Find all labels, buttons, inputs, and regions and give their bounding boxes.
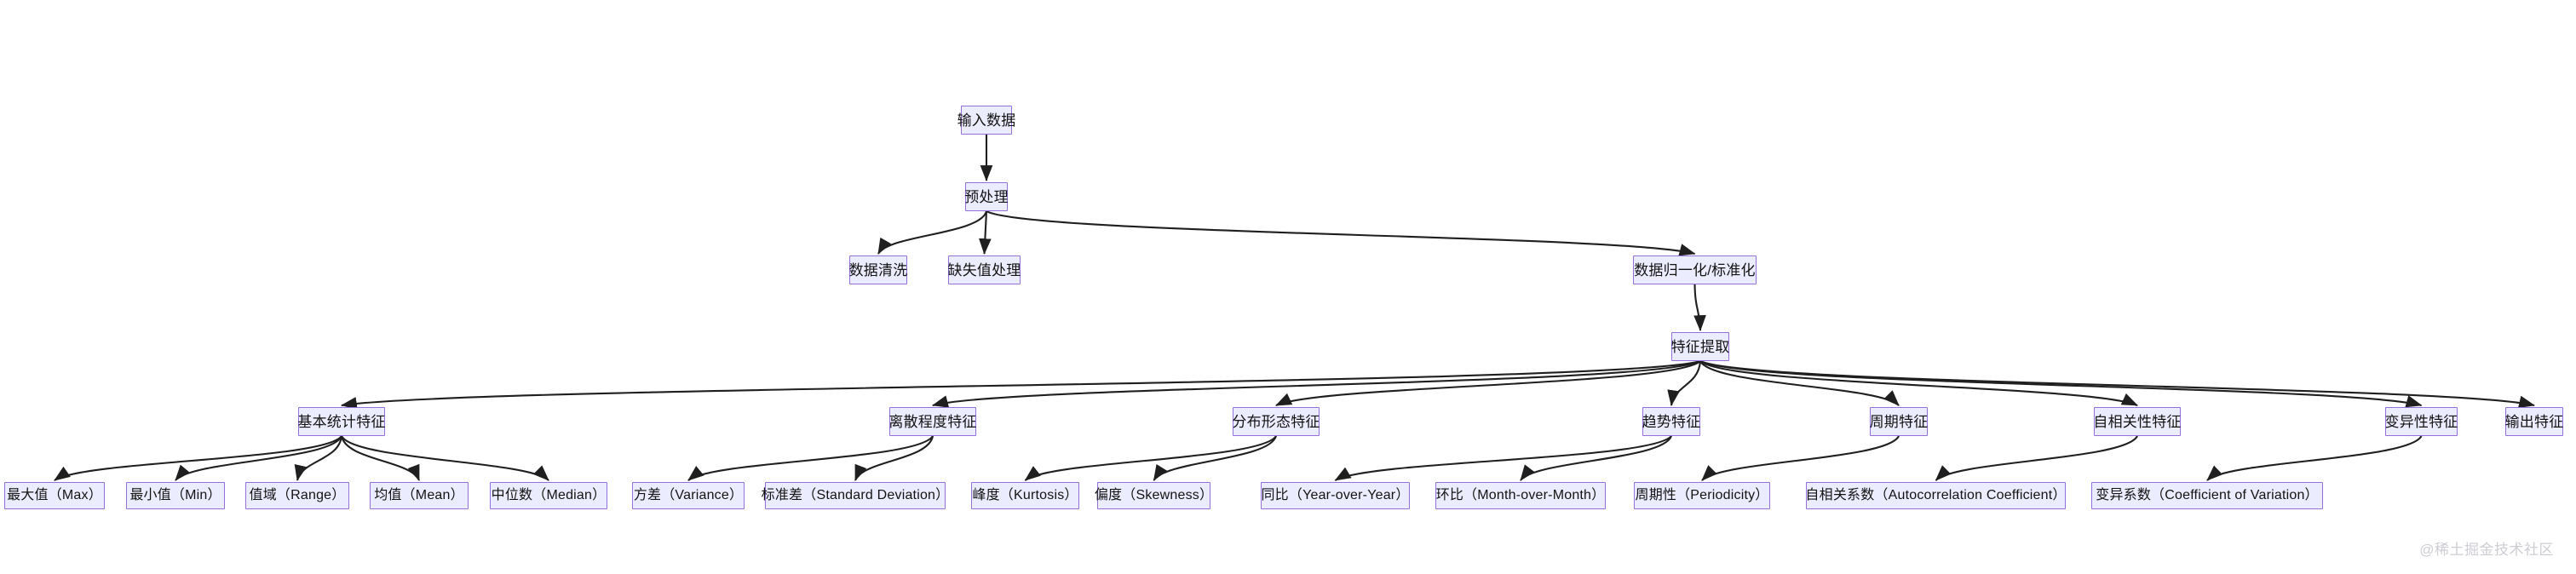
node-label: 趋势特征 bbox=[1642, 413, 1701, 430]
node-min[interactable]: 最小值（Min） bbox=[126, 482, 225, 509]
node-variance[interactable]: 方差（Variance） bbox=[632, 482, 745, 509]
edge-periodic-to-periodicity bbox=[1701, 435, 1900, 481]
node-mean[interactable]: 均值（Mean） bbox=[370, 482, 469, 509]
node-label: 数据归一化/标准化 bbox=[1634, 261, 1756, 278]
node-label: 最大值（Max） bbox=[7, 488, 102, 502]
node-feature-extraction[interactable]: 特征提取 bbox=[1671, 332, 1729, 361]
node-preprocess[interactable]: 预处理 bbox=[964, 182, 1009, 211]
node-label: 离散程度特征 bbox=[888, 413, 977, 430]
edge-basic_stat-to-range bbox=[294, 435, 343, 482]
edge-feature_extraction-to-basic_stat bbox=[340, 359, 1701, 410]
edge-feature_extraction-to-output_feature bbox=[1699, 360, 2536, 409]
node-median[interactable]: 中位数（Median） bbox=[490, 482, 607, 509]
node-label: 特征提取 bbox=[1670, 338, 1730, 355]
node-label: 同比（Year-over-Year） bbox=[1261, 488, 1410, 502]
node-label: 值域（Range） bbox=[249, 488, 346, 502]
node-label: 分布形态特征 bbox=[1232, 413, 1320, 430]
edge-distribution-to-skewness bbox=[1153, 435, 1278, 481]
node-trend-features[interactable]: 趋势特征 bbox=[1642, 407, 1700, 436]
node-periodicity[interactable]: 周期性（Periodicity） bbox=[1634, 482, 1770, 509]
node-label: 变异系数（Coefficient of Variation） bbox=[2096, 488, 2319, 502]
edge-basic_stat-to-max bbox=[54, 435, 342, 481]
node-autocorrelation-coefficient[interactable]: 自相关系数（Autocorrelation Coefficient） bbox=[1805, 482, 2067, 509]
edge-feature_extraction-to-distribution bbox=[1275, 360, 1701, 406]
node-label: 峰度（Kurtosis） bbox=[972, 488, 1078, 502]
node-label: 输入数据 bbox=[957, 112, 1016, 129]
node-skewness[interactable]: 偏度（Skewness） bbox=[1094, 482, 1214, 509]
edge-distribution-to-kurtosis bbox=[1024, 435, 1277, 481]
node-label: 中位数（Median） bbox=[491, 488, 607, 502]
edge-dispersion-to-variance bbox=[687, 435, 934, 481]
edge-normalization-to-feature_extraction bbox=[1693, 284, 1706, 332]
node-range[interactable]: 值域（Range） bbox=[245, 482, 349, 509]
node-label: 均值（Mean） bbox=[374, 488, 464, 502]
node-autocorrelation-features[interactable]: 自相关性特征 bbox=[2093, 407, 2182, 436]
node-label: 周期性（Periodicity） bbox=[1635, 488, 1769, 502]
node-variability-features[interactable]: 变异性特征 bbox=[2385, 407, 2458, 436]
edge-feature_extraction-to-dispersion bbox=[931, 360, 1701, 408]
node-label: 方差（Variance） bbox=[633, 488, 744, 502]
edge-variability-to-coef_variation bbox=[2206, 435, 2423, 481]
node-data-cleaning[interactable]: 数据清洗 bbox=[849, 255, 907, 284]
node-label: 标准差（Standard Deviation） bbox=[761, 488, 950, 502]
node-label: 缺失值处理 bbox=[947, 261, 1021, 278]
edge-basic_stat-to-median bbox=[341, 435, 549, 481]
node-label: 自相关性特征 bbox=[2093, 413, 2182, 430]
edge-dispersion-to-std_dev bbox=[854, 435, 934, 481]
node-label: 数据清洗 bbox=[848, 261, 908, 278]
node-coefficient-of-variation[interactable]: 变异系数（Coefficient of Variation） bbox=[2091, 482, 2323, 509]
node-label: 变异性特征 bbox=[2384, 413, 2458, 430]
node-label: 环比（Month-over-Month） bbox=[1435, 488, 1606, 502]
node-year-over-year[interactable]: 同比（Year-over-Year） bbox=[1261, 482, 1410, 509]
edge-preprocess-to-missing_value bbox=[979, 210, 992, 255]
node-normalization[interactable]: 数据归一化/标准化 bbox=[1633, 255, 1757, 284]
node-basic-statistical-features[interactable]: 基本统计特征 bbox=[297, 407, 386, 436]
edge-basic_stat-to-mean bbox=[340, 435, 420, 481]
node-label: 周期特征 bbox=[1869, 413, 1929, 430]
node-output-features[interactable]: 输出特征 bbox=[2505, 407, 2563, 436]
node-standard-deviation[interactable]: 标准差（Standard Deviation） bbox=[762, 482, 949, 509]
node-label: 输出特征 bbox=[2504, 413, 2564, 430]
node-dispersion-features[interactable]: 离散程度特征 bbox=[888, 407, 977, 436]
node-label: 预处理 bbox=[964, 188, 1009, 205]
watermark: @稀土掘金技术社区 bbox=[2419, 542, 2554, 558]
node-kurtosis[interactable]: 峰度（Kurtosis） bbox=[971, 482, 1079, 509]
node-month-over-month[interactable]: 环比（Month-over-Month） bbox=[1435, 482, 1606, 509]
node-input-data[interactable]: 输入数据 bbox=[957, 106, 1015, 135]
edge-preprocess-to-data_cleaning bbox=[877, 210, 988, 255]
edge-trend-to-yoy bbox=[1334, 435, 1672, 481]
edge-feature_extraction-to-periodic bbox=[1699, 360, 1900, 406]
node-distribution-shape-features[interactable]: 分布形态特征 bbox=[1232, 407, 1320, 436]
edge-feature_extraction-to-variability bbox=[1699, 360, 2423, 408]
node-label: 自相关系数（Autocorrelation Coefficient） bbox=[1805, 488, 2067, 502]
node-label: 最小值（Min） bbox=[129, 488, 221, 502]
edge-trend-to-mom bbox=[1520, 435, 1672, 481]
edge-basic_stat-to-min bbox=[175, 435, 342, 481]
node-label: 偏度（Skewness） bbox=[1094, 488, 1214, 502]
node-missing-value-handling[interactable]: 缺失值处理 bbox=[948, 255, 1021, 284]
node-periodic-features[interactable]: 周期特征 bbox=[1870, 407, 1928, 436]
edge-feature_extraction-to-trend bbox=[1667, 360, 1702, 407]
node-label: 基本统计特征 bbox=[297, 413, 386, 430]
node-max[interactable]: 最大值（Max） bbox=[4, 482, 105, 509]
edge-preprocess-to-normalization bbox=[986, 210, 1696, 256]
edge-autocorrelation-to-autocorr_coef bbox=[1935, 435, 2138, 481]
edge-feature_extraction-to-autocorrelation bbox=[1699, 360, 2138, 406]
